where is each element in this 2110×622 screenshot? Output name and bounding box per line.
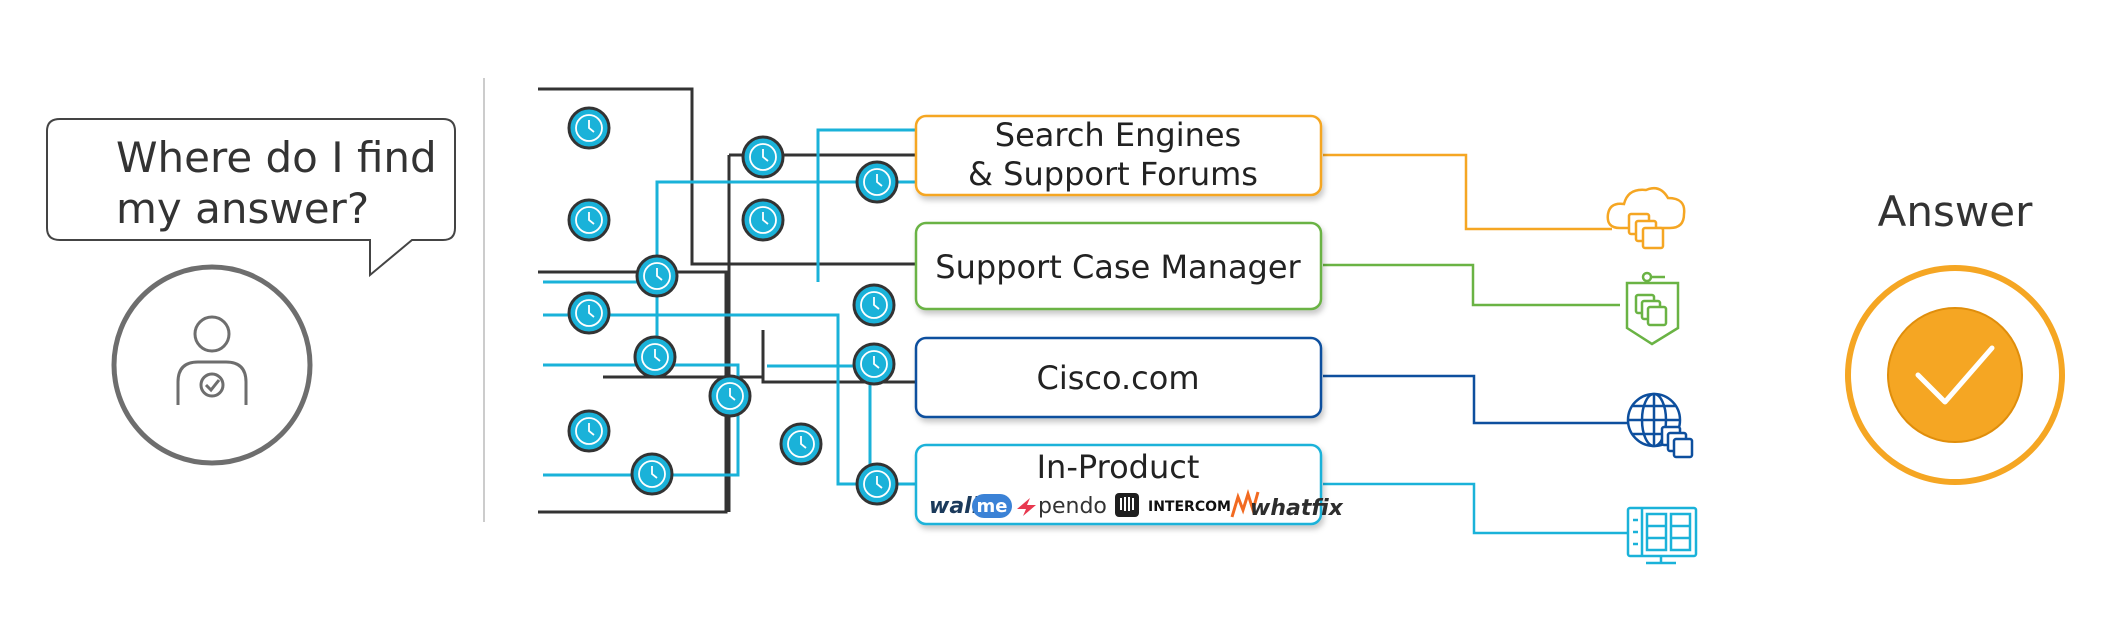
channel-search-engines	[914, 114, 1323, 197]
clock-icon	[779, 422, 823, 466]
channel-search-line-1: Search Engines	[995, 116, 1241, 154]
shield-stack-icon	[1625, 271, 1680, 346]
clock-icon	[852, 342, 896, 386]
person-icon	[111, 264, 313, 466]
clock-icon	[567, 291, 611, 335]
dashboard-monitor-icon	[1626, 506, 1698, 565]
channel-inproduct-label: In-Product	[1037, 448, 1200, 486]
whatfix-mark-icon	[1230, 488, 1260, 518]
clock-icon	[855, 462, 899, 506]
vendor-logos: walk me pendo INTERCOM whatfix	[929, 488, 1344, 521]
clock-icon	[852, 283, 896, 327]
whatfix-logo: whatfix	[1250, 496, 1344, 521]
answer-label: Answer	[1878, 187, 2033, 236]
answer-check-icon	[1845, 265, 2065, 485]
channel-search-line-2: & Support Forums	[968, 155, 1258, 193]
intercom-logo: INTERCOM	[1148, 499, 1231, 515]
pendo-mark-icon	[1017, 498, 1036, 516]
clock-icon	[855, 160, 899, 204]
question-bubble: Where do I find my answer?	[46, 118, 456, 278]
pendo-logo: pendo	[1038, 494, 1107, 519]
question-line-2: my answer?	[116, 184, 369, 233]
maze-clocks	[567, 106, 899, 506]
clock-icon	[633, 335, 677, 379]
clock-icon	[567, 198, 611, 242]
question-line-1: Where do I find	[116, 133, 437, 182]
intercom-mark-icon	[1115, 493, 1139, 517]
channel-cisco-label: Cisco.com	[1036, 359, 1199, 397]
walkme-logo-badge	[972, 494, 1012, 518]
clock-icon	[741, 198, 785, 242]
clock-icon	[567, 106, 611, 150]
clock-icon	[630, 452, 674, 496]
channel-support-case-manager	[914, 221, 1323, 311]
walkme-logo-me: me	[977, 496, 1008, 517]
channel-in-product	[914, 443, 1323, 526]
channel-scm-label: Support Case Manager	[935, 248, 1301, 286]
cloud-stack-icon	[1606, 187, 1686, 250]
clock-icon	[708, 374, 752, 418]
clock-icon	[635, 254, 679, 298]
clock-icon	[741, 135, 785, 179]
clock-icon	[567, 409, 611, 453]
channel-cisco-com	[914, 336, 1323, 419]
globe-stack-icon	[1626, 392, 1694, 459]
channel-connectors	[1323, 153, 1628, 535]
